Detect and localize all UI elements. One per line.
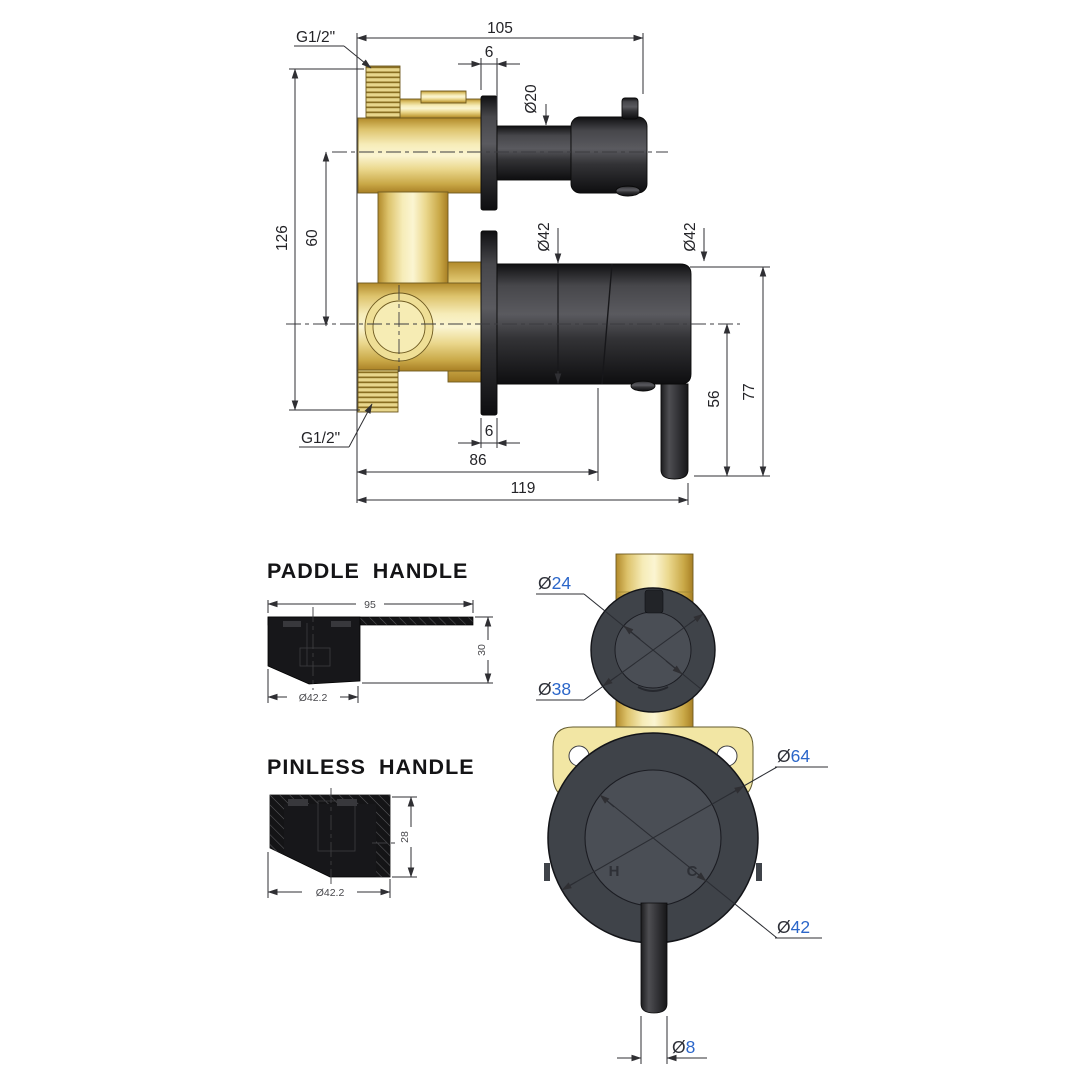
dim-105-text: 105 (487, 20, 513, 37)
text-mask (479, 640, 492, 660)
brass-upper-barrel (357, 117, 482, 194)
outlet-assembly-black (480, 95, 648, 211)
dim-6-top-text: 6 (485, 44, 494, 61)
threaded-inlet-bottom (357, 369, 399, 413)
paddle-handle-drawing: PADDLE HANDLE 95 30 Ø42.2 (267, 559, 493, 704)
dim-86: 86 (356, 388, 599, 481)
pinless-handle-title: PINLESS HANDLE (267, 755, 475, 779)
dim-86-text: 86 (469, 452, 486, 469)
cold-indicator: C (687, 863, 698, 880)
dia8-text: Ø8 (672, 1037, 695, 1057)
text-mask (302, 885, 357, 898)
dim-28: 28 (392, 796, 417, 878)
valve-body-brass (357, 65, 482, 413)
paddle-socket-outline (299, 647, 331, 667)
dim-dia20-text: Ø20 (523, 84, 540, 114)
thread-bottom-text: G1/2" (301, 430, 340, 447)
dia42-front-text: Ø42 (777, 917, 810, 937)
paddle-handle-title: PADDLE HANDLE (267, 559, 468, 583)
dim-77: 77 (690, 266, 770, 477)
label-dia24: Ø24 (536, 573, 584, 595)
dim-dia42-handle-text: Ø42 (682, 222, 699, 251)
pinless-cap-section (269, 794, 391, 878)
brass-column (377, 191, 449, 293)
text-mask (356, 597, 384, 609)
trim-diameter-lines (561, 766, 778, 939)
outlet-pipe (496, 125, 572, 181)
pinless-detail (288, 799, 308, 806)
brass-clip-tab (420, 90, 467, 104)
paddle-detail (331, 621, 351, 627)
pinless-socket-outline (317, 800, 356, 852)
handle-base-seam (601, 263, 613, 385)
dia64-text: Ø64 (777, 746, 810, 766)
dim-pinless-dia: Ø42.2 (267, 852, 391, 899)
dim-60-text: 60 (304, 229, 321, 247)
dim-6-bottom: 6 (458, 418, 520, 448)
dim-dia42-handle: Ø42 (682, 222, 708, 262)
dim-126-text: 126 (274, 225, 291, 251)
dim-paddle-dia: Ø42.2 (267, 669, 359, 704)
knob-diameter-lines (583, 593, 704, 701)
front-view: Ø24 Ø38 H C Ø64 Ø42 (536, 553, 828, 1064)
label-dia38: Ø38 (536, 679, 584, 701)
outlet-top-nub (621, 97, 639, 120)
dim-95-text: 95 (364, 599, 376, 611)
handle-lever (660, 383, 689, 480)
dim-dia42-trim-text: Ø42 (536, 222, 553, 251)
dim-6-bottom-text: 6 (485, 423, 494, 440)
cartridge-assembly-black (480, 230, 692, 480)
dia24-text: Ø24 (538, 573, 571, 593)
dim-30: 30 (362, 616, 493, 684)
trim-side-tab-left (544, 863, 550, 881)
dim-60: 60 (304, 151, 330, 327)
dim-28-text: 28 (399, 831, 411, 843)
cartridge-bottom-bump (630, 380, 656, 392)
dim-paddle-dia-text: Ø42.2 (299, 692, 328, 704)
knob-pin-slot (644, 589, 664, 614)
paddle-cap-section (267, 616, 361, 685)
trim-side-tab-right (756, 863, 762, 881)
dim-126: 126 (274, 68, 364, 411)
side-view: 105 6 Ø20 126 60 Ø42 (274, 20, 770, 505)
handle-stem (640, 902, 668, 1014)
pinless-hatch-left (270, 795, 284, 855)
dim-119: 119 (356, 480, 689, 505)
dim-dia42-trim: Ø42 (536, 222, 562, 384)
outlet-flange (480, 95, 498, 211)
thread-top-text: G1/2" (296, 29, 335, 46)
label-thread-top: G1/2" (294, 29, 372, 69)
dim-dia8: Ø8 (617, 1016, 707, 1064)
dia38-text: Ø38 (538, 679, 571, 699)
trim-flange (480, 230, 498, 416)
pinless-hatch-top (284, 795, 376, 804)
knob-notch (637, 686, 669, 692)
pinless-hatch-right (376, 795, 390, 877)
text-mask (287, 690, 340, 703)
label-dia64: Ø64 (775, 746, 828, 768)
label-thread-bottom: G1/2" (299, 403, 373, 448)
outlet-bottom-bump (615, 185, 641, 197)
threaded-inlet-top (365, 65, 401, 119)
hot-indicator: H (609, 863, 620, 880)
text-mask (402, 827, 415, 847)
pinless-detail (337, 799, 357, 806)
dim-77-text: 77 (741, 383, 758, 400)
dim-pinless-dia-text: Ø42.2 (316, 887, 345, 899)
dim-56-text: 56 (706, 390, 723, 407)
dim-6-top: 6 (458, 44, 520, 120)
paddle-detail (283, 621, 301, 627)
outlet-head (570, 116, 648, 194)
dim-95: 95 (267, 597, 474, 613)
pinless-handle-drawing: PINLESS HANDLE 28 Ø42.2 (267, 755, 475, 899)
dim-dia20: Ø20 (523, 84, 550, 126)
dim-105: 105 (356, 20, 644, 503)
dim-30-text: 30 (476, 644, 488, 656)
label-dia42-front: Ø42 (775, 917, 822, 939)
dim-56: 56 (706, 323, 731, 477)
dim-119-text: 119 (511, 480, 536, 497)
